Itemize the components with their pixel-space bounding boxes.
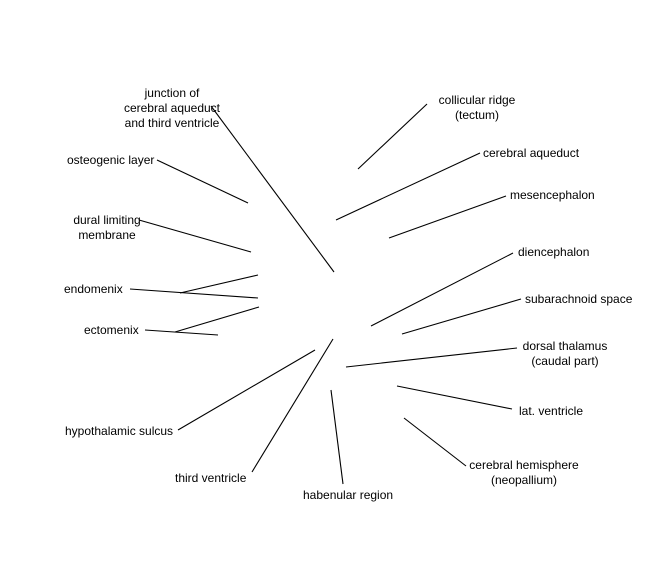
leader-line-dural-limiting bbox=[138, 219, 252, 253]
leader-line-habenular-region bbox=[330, 389, 344, 485]
label-lat-ventricle: lat. ventricle bbox=[519, 404, 584, 418]
leader-line-osteogenic-layer bbox=[156, 159, 249, 204]
leader-line-collicular-ridge bbox=[357, 103, 428, 170]
label-dorsal-thalamus: dorsal thalamus (caudal part) bbox=[515, 339, 615, 369]
leader-line-dorsal-thalamus bbox=[345, 347, 518, 368]
leader-line-lat-ventricle bbox=[396, 385, 513, 410]
label-dorsal-thalamus-line-2: (caudal part) bbox=[531, 354, 599, 368]
label-collicular-line-2: (tectum) bbox=[454, 108, 499, 122]
label-junction-aqueduct-third-ventricle: junction of cerebral aqueduct and third … bbox=[107, 86, 237, 131]
label-dural-limiting-membrane: dural limiting membrane bbox=[62, 213, 152, 243]
leader-line-cerebral-hemisphere bbox=[403, 417, 467, 467]
label-dural-line-2: membrane bbox=[78, 228, 136, 242]
label-mesencephalon: mesencephalon bbox=[510, 188, 595, 202]
label-cerebral-hemisphere-line-2: (neopallium) bbox=[490, 473, 558, 487]
label-osteogenic-layer: osteogenic layer bbox=[67, 153, 155, 167]
label-collicular-line-1: collicular ridge bbox=[438, 93, 516, 107]
label-junction-line-2: cerebral aqueduct bbox=[123, 101, 221, 115]
label-ectomenix: ectomenix bbox=[84, 323, 139, 337]
label-habenular-region: habenular region bbox=[303, 488, 394, 502]
leader-line-mesencephalon bbox=[388, 195, 507, 239]
label-endomenix: endomenix bbox=[64, 282, 123, 296]
leader-line-ectomenix-a bbox=[174, 306, 260, 333]
leader-line-ectomenix-b bbox=[144, 329, 219, 336]
label-junction-line-1: junction of bbox=[144, 86, 200, 100]
label-collicular-ridge: collicular ridge (tectum) bbox=[420, 93, 534, 123]
leader-line-endomenix-a bbox=[179, 274, 259, 294]
label-dorsal-thalamus-line-1: dorsal thalamus bbox=[522, 339, 608, 353]
leader-line-diencephalon bbox=[370, 252, 514, 327]
leader-line-hypothalamic-sulcus bbox=[177, 349, 316, 431]
label-cerebral-hemisphere: cerebral hemisphere (neopallium) bbox=[462, 458, 586, 488]
label-cerebral-hemisphere-line-1: cerebral hemisphere bbox=[469, 458, 579, 472]
label-third-ventricle: third ventricle bbox=[175, 471, 247, 485]
label-diencephalon: diencephalon bbox=[518, 245, 590, 259]
label-subarachnoid-space: subarachnoid space bbox=[525, 292, 633, 306]
label-junction-line-3: and third ventricle bbox=[124, 116, 220, 130]
leader-line-subarachnoid-space bbox=[401, 298, 522, 335]
label-cerebral-aqueduct: cerebral aqueduct bbox=[483, 146, 580, 160]
leader-line-cerebral-aqueduct bbox=[335, 152, 481, 221]
label-dural-line-1: dural limiting bbox=[73, 213, 141, 227]
leader-line-junction bbox=[210, 105, 335, 273]
label-hypothalamic-sulcus: hypothalamic sulcus bbox=[65, 424, 174, 438]
leader-line-endomenix-b bbox=[129, 288, 259, 299]
leader-line-third-ventricle bbox=[251, 338, 334, 473]
